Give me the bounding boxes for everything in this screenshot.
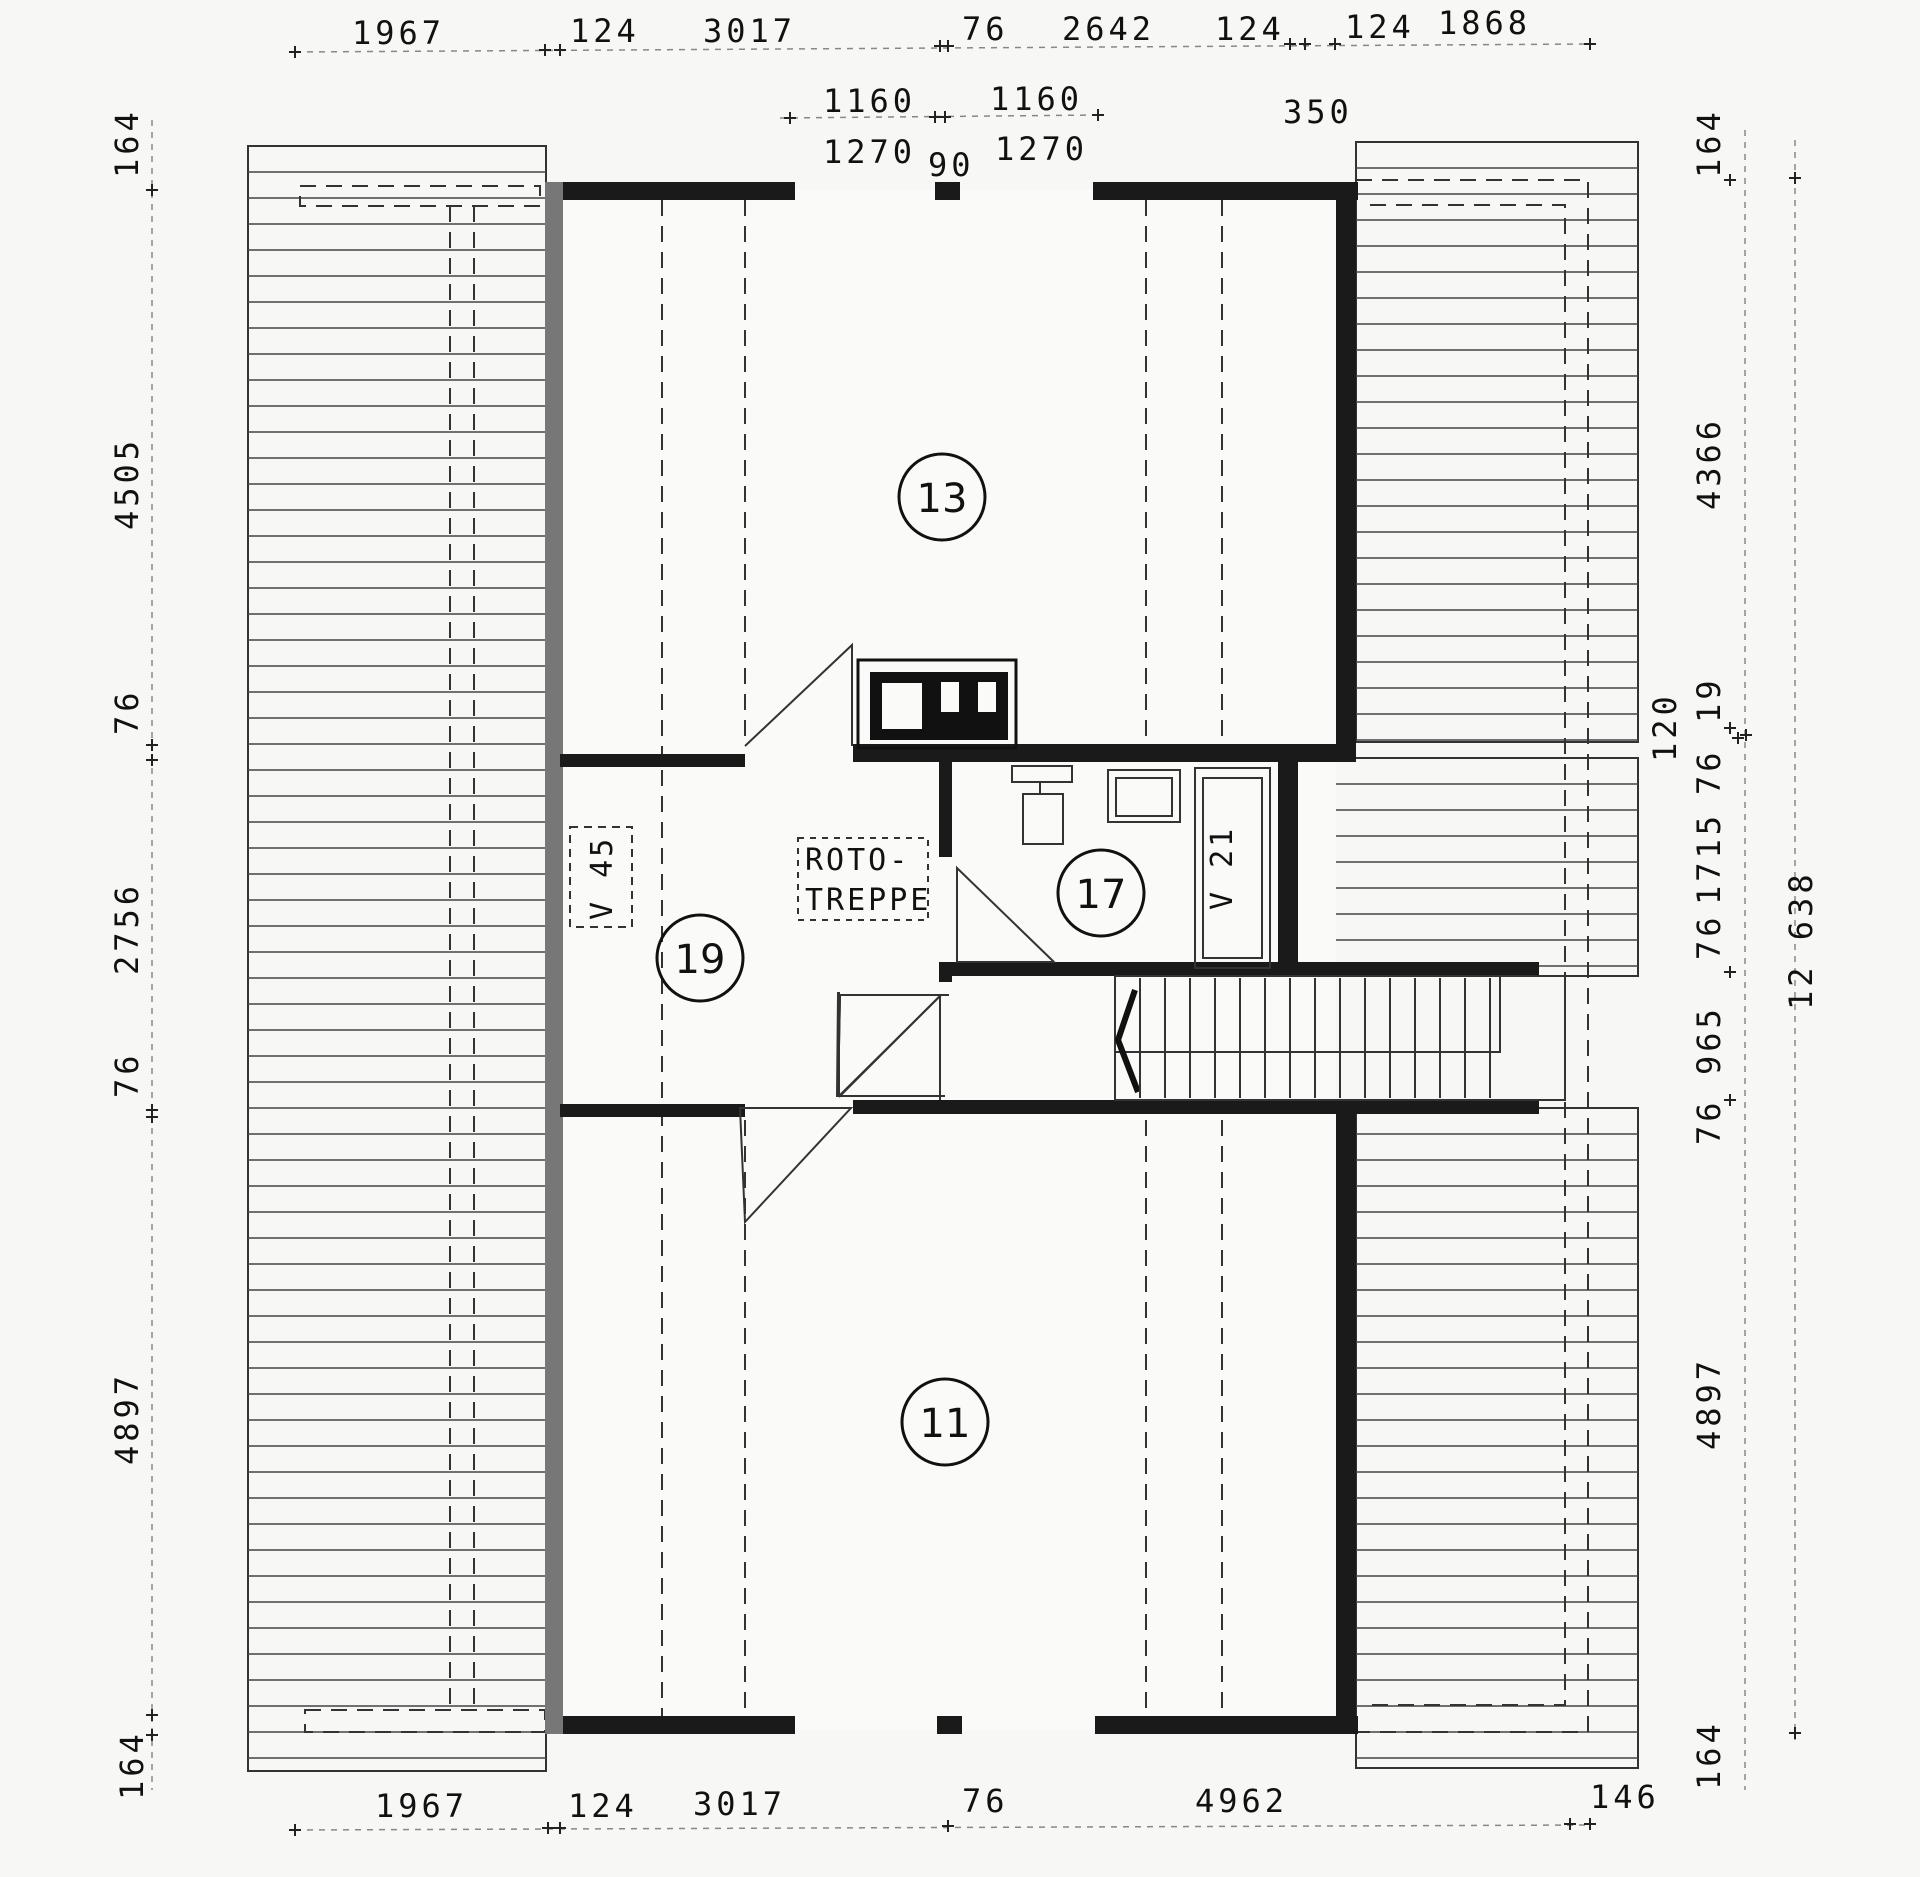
dimension-tick [1724, 174, 1736, 186]
dim-right-4366: 4366 [1690, 417, 1728, 510]
room-marker-19: 19 [655, 913, 745, 1003]
dimension-tick [1284, 38, 1296, 50]
label-roto: ROTO- [805, 843, 910, 878]
dim-right-120: 120 [1646, 692, 1684, 762]
chimney [856, 658, 1018, 750]
dim-right-1715: 1715 [1690, 812, 1728, 905]
dimension-tick [1724, 722, 1736, 734]
dimension-tick [554, 1822, 566, 1834]
bottom-dimensions: 1967 124 3017 76 4962 146 [375, 1778, 1660, 1825]
room-number-13: 13 [917, 476, 968, 522]
dim-bottom-124: 124 [568, 1787, 638, 1825]
dimension-tick [289, 1824, 301, 1836]
label-v21: V 21 [1205, 826, 1240, 910]
roof-right-top-hatched [1355, 141, 1639, 743]
staircase [1114, 975, 1566, 1101]
walls [545, 182, 1539, 1734]
dimension-tick [146, 739, 158, 751]
dimension-tick [1584, 38, 1596, 50]
dim-right-4897: 4897 [1690, 1357, 1728, 1450]
dimension-tick [146, 1709, 158, 1721]
label-v45: V 45 [585, 836, 620, 920]
dimension-tick [146, 1729, 158, 1741]
dim-right-12638: 12 638 [1782, 870, 1820, 1010]
dimension-tick [289, 46, 301, 58]
dimension-tick [1092, 109, 1104, 121]
dim-top-124a: 124 [570, 12, 640, 50]
dimension-ticks [146, 38, 1801, 1836]
dim-top-2642: 2642 [1062, 10, 1155, 48]
dim-right-76a: 76 [1690, 748, 1728, 795]
dim-left-4897: 4897 [108, 1372, 146, 1465]
dim-left-4505: 4505 [108, 437, 146, 530]
dimension-tick [542, 1822, 554, 1834]
dim-top2-1160a: 1160 [823, 82, 916, 120]
dimension-tick [146, 1111, 158, 1123]
dimension-tick [539, 44, 551, 56]
dimension-tick [1584, 1818, 1596, 1830]
dim-left-2756: 2756 [108, 882, 146, 975]
roof-right-bottom-hatched [1355, 1107, 1639, 1769]
room-number-19: 19 [675, 937, 726, 983]
dim-top-76: 76 [962, 10, 1009, 48]
dim-top-1868: 1868 [1438, 4, 1531, 42]
dim-left-164b: 164 [113, 1730, 151, 1800]
dim-bottom-1967: 1967 [375, 1787, 468, 1825]
dim-top-124b: 124 [1215, 10, 1285, 48]
dimension-tick [554, 44, 566, 56]
dimension-tick [1789, 172, 1801, 184]
dimension-tick [146, 184, 158, 196]
dim-left-76b: 76 [108, 1051, 146, 1098]
room-marker-17: 17 [1056, 848, 1146, 938]
dim-left-164a: 164 [108, 108, 146, 178]
room-number-11: 11 [920, 1401, 971, 1447]
dimension-tick [942, 1820, 954, 1832]
dim-bottom-76: 76 [962, 1782, 1009, 1820]
top-dimensions: 1967 124 3017 76 2642 124 124 1868 1160 … [352, 4, 1531, 184]
dimension-tick [1564, 1818, 1576, 1830]
dim-top3-1270b: 1270 [995, 130, 1088, 168]
dimension-tick [939, 111, 951, 123]
dim-right-164b: 164 [1690, 1720, 1728, 1790]
dim-top3-1270a: 1270 [823, 133, 916, 171]
dim-bottom-4962: 4962 [1195, 1782, 1288, 1820]
dimension-tick [784, 112, 796, 124]
dim-bottom-3017: 3017 [693, 1785, 786, 1823]
dimension-tick [1329, 38, 1341, 50]
dimension-tick [1724, 966, 1736, 978]
dim-top-1967: 1967 [352, 14, 445, 52]
dimension-tick [942, 40, 954, 52]
label-treppe: TREPPE [805, 883, 931, 918]
room-number-17: 17 [1076, 872, 1127, 918]
dim-top2-350: 350 [1283, 93, 1353, 131]
right-dimensions: 164 4366 19 120 76 1715 76 965 76 12 638… [1646, 108, 1820, 1790]
room-marker-11: 11 [900, 1377, 990, 1467]
dim-right-965: 965 [1690, 1005, 1728, 1075]
dim-right-164a: 164 [1690, 108, 1728, 178]
dim-bottom-146: 146 [1590, 1778, 1660, 1816]
dim-top-124c: 124 [1345, 8, 1415, 46]
dimension-tick [1732, 732, 1744, 744]
bathroom-fixtures [1011, 765, 1271, 969]
roof-window-outlines [299, 179, 1589, 1733]
dim-right-76c: 76 [1690, 1098, 1728, 1145]
dim-right-76b: 76 [1690, 913, 1728, 960]
left-dimensions: 164 4505 76 2756 76 4897 164 [108, 108, 151, 1800]
dim-left-76a: 76 [108, 688, 146, 735]
dimension-tick [1299, 38, 1311, 50]
dim-top2-1160b: 1160 [990, 80, 1083, 118]
roof-left-hatched [247, 145, 547, 1772]
room-marker-13: 13 [897, 452, 987, 542]
dimension-tick [146, 754, 158, 766]
dim-top-3017: 3017 [703, 12, 796, 50]
dimension-tick [1740, 729, 1752, 741]
dim-top3-90: 90 [928, 146, 975, 184]
dimension-tick [1724, 1094, 1736, 1106]
dimension-tick [1789, 1727, 1801, 1739]
dim-right-19: 19 [1690, 676, 1728, 723]
